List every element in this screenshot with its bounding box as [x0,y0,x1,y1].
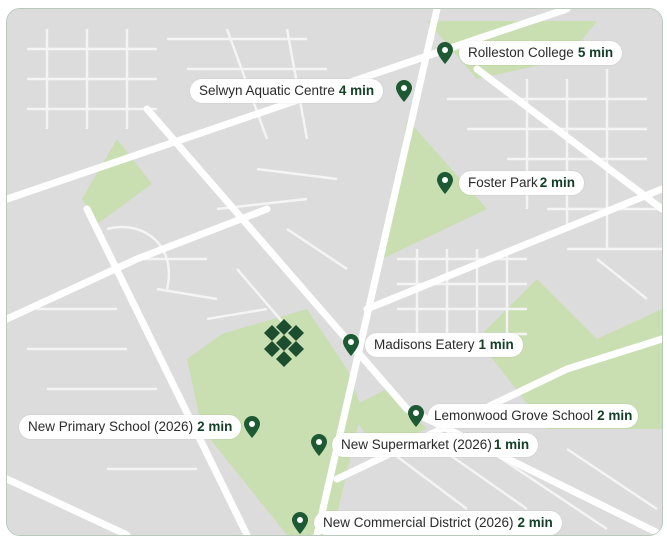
poi-name: Rolleston College [468,45,574,60]
road-southwest [7,475,131,535]
development-site-logo [264,319,304,367]
poi-label: New Primary School (2026)2 min [19,415,242,439]
poi-time: 4 min [338,83,375,98]
poi-name: Foster Park [468,175,538,190]
park-west [82,139,152,224]
park-south [187,309,362,535]
road-northwest [7,9,571,203]
park-foster [382,119,487,259]
map-pin-icon [292,512,308,534]
road-central-diagonal [143,105,662,535]
poi-label: New Supermarket (2026)1 min [332,433,539,457]
poi-name: Selwyn Aquatic Centre [199,83,335,98]
poi-time: 1 min [493,437,530,452]
poi-name: New Supermarket (2026) [341,437,492,452]
poi-name: New Primary School (2026) [28,419,194,434]
poi-new-commercial-district[interactable]: New Commercial District (2026)2 min [292,511,562,535]
poi-name: Lemonwood Grove School [434,408,594,423]
poi-time: 2 min [517,515,553,530]
map-pin-icon [311,434,327,456]
poi-label: New Commercial District (2026)2 min [314,511,562,535]
poi-time: 2 min [597,408,633,423]
road-east [363,185,662,313]
poi-time: 2 min [539,175,576,190]
map-pin-icon [408,405,424,427]
poi-name: Madisons Eatery [374,337,475,352]
poi-new-supermarket[interactable]: New Supermarket (2026)1 min [311,433,539,457]
major-roads [7,9,662,535]
map-pin-icon [343,334,359,356]
map-pin-icon [396,80,413,102]
map-pin-icon [437,42,453,64]
map-pin-icon [244,416,261,438]
road-west-diagonal [83,205,251,535]
poi-new-primary-school[interactable]: New Primary School (2026)2 min [19,415,261,439]
poi-time: 5 min [577,45,614,60]
poi-name: New Commercial District (2026) [323,515,514,530]
road-northeast [473,65,662,213]
road-west-east [7,205,271,323]
map-pin-icon [437,172,453,194]
poi-time: 1 min [478,337,514,352]
poi-time: 2 min [197,419,233,434]
